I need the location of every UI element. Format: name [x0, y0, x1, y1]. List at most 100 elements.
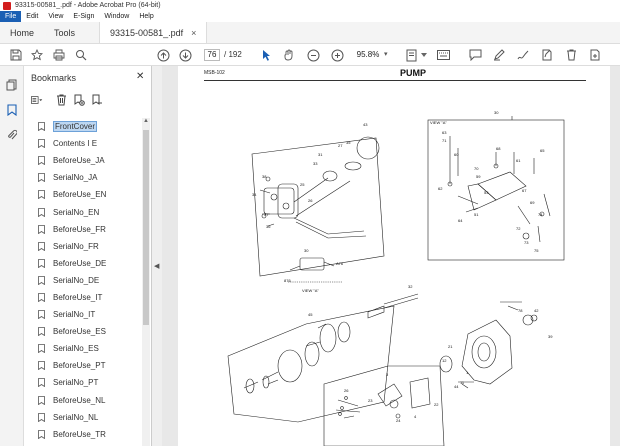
bookmark-item[interactable]: BeforeUse_ES: [25, 323, 141, 340]
bookmark-item[interactable]: BeforeUse_EN: [25, 186, 141, 203]
select-cursor-icon[interactable]: [260, 48, 274, 62]
highlight-pen-icon[interactable]: [492, 48, 506, 62]
new-bookmark-icon[interactable]: [73, 94, 85, 106]
page-fit-icon[interactable]: [404, 48, 418, 62]
bookmark-icon: [38, 361, 45, 371]
scroll-thumb[interactable]: [143, 130, 149, 325]
callout-42: 42: [534, 308, 539, 313]
comment-icon[interactable]: [468, 48, 482, 62]
callout-37: 37: [264, 212, 269, 217]
collapse-panel-icon[interactable]: ◀: [154, 263, 160, 270]
zoom-in-icon[interactable]: [330, 48, 344, 62]
bookmark-icon: [38, 310, 45, 320]
menu-window[interactable]: Window: [104, 13, 130, 20]
lower-left-frame: [227, 305, 395, 423]
page-thumbnails-icon[interactable]: [5, 78, 19, 92]
fill-sign-icon[interactable]: [540, 48, 554, 62]
bookmark-item[interactable]: SerialNo_FR: [25, 238, 141, 255]
print-icon[interactable]: [52, 48, 66, 62]
bookmark-item[interactable]: BeforeUse_TR: [25, 426, 141, 443]
bookmark-label: SerialNo_EN: [53, 207, 100, 217]
bookmark-item[interactable]: BeforeUse_JA: [25, 152, 141, 169]
bookmarks-scrollbar[interactable]: ▲: [142, 118, 150, 446]
bookmark-item[interactable]: BeforeUse_DE: [25, 255, 141, 272]
zoom-out-icon[interactable]: [306, 48, 320, 62]
callout-51: 51: [474, 212, 479, 217]
expand-bookmark-icon[interactable]: [91, 94, 103, 106]
delete-icon[interactable]: [564, 48, 578, 62]
callout-70: 70: [474, 166, 479, 171]
bookmark-star-icon[interactable]: [30, 48, 44, 62]
tab-home[interactable]: Home: [10, 27, 35, 38]
menu-view[interactable]: View: [48, 13, 64, 20]
save-icon[interactable]: [9, 48, 23, 62]
scroll-up-icon[interactable]: ▲: [143, 118, 149, 124]
bookmark-label: SerialNo_ES: [53, 344, 99, 354]
bookmark-icon: [38, 395, 45, 405]
bookmark-icon: [38, 156, 45, 166]
bookmark-label: SerialNo_JA: [53, 173, 98, 183]
panel-splitter[interactable]: ◀: [152, 66, 162, 446]
next-page-icon[interactable]: [178, 48, 192, 62]
bookmark-item[interactable]: BeforeUse_FR: [25, 221, 141, 238]
bookmarks-toolbar: [31, 93, 103, 107]
menu-edit[interactable]: Edit: [26, 13, 39, 20]
callout-30-right: 30: [494, 110, 499, 115]
keyboard-icon[interactable]: [436, 48, 450, 62]
bookmark-item[interactable]: Contents I E: [25, 135, 141, 152]
bookmark-item[interactable]: BeforeUse_PT: [25, 357, 141, 374]
bookmark-options-icon[interactable]: [31, 94, 43, 106]
bookmark-item[interactable]: SerialNo_ES: [25, 340, 141, 357]
page-number-input[interactable]: 76: [204, 49, 220, 61]
bookmark-item[interactable]: SerialNo_PT: [25, 374, 141, 391]
pdf-page: MSB-102 PUMP: [178, 66, 610, 446]
bookmark-icon: [38, 139, 45, 149]
drive-shaft: [383, 293, 419, 309]
document-viewport[interactable]: MSB-102 PUMP: [162, 66, 620, 446]
pump-case: [461, 319, 513, 385]
callout-876: 876: [284, 278, 291, 283]
callout-4: 4: [414, 414, 417, 419]
zoom-level-input[interactable]: 95.8%: [356, 50, 380, 59]
close-panel-icon[interactable]: ✕: [136, 71, 145, 82]
bookmark-item[interactable]: SerialNo_JA: [25, 169, 141, 186]
bookmark-item[interactable]: BeforeUse_IT: [25, 289, 141, 306]
callout-30: 30: [304, 248, 309, 253]
bookmark-item[interactable]: SerialNo_EN: [25, 203, 141, 220]
previous-page-icon[interactable]: [156, 48, 170, 62]
tab-document[interactable]: 93315-00581_.pdf ×: [99, 22, 208, 43]
export-pdf-icon[interactable]: [588, 48, 602, 62]
draw-icon[interactable]: [516, 48, 530, 62]
attachments-icon[interactable]: [5, 128, 19, 142]
page-fit-dropdown-icon[interactable]: [420, 48, 428, 62]
bookmark-item[interactable]: SerialNo_DE: [25, 272, 141, 289]
bookmark-item[interactable]: SerialNo_NL: [25, 409, 141, 426]
callout-78: 78: [518, 308, 523, 313]
bookmark-icon: [38, 122, 45, 132]
exploded-parts-diagram: 43 27 35 31 33 38 25 34 26 37 36 30 A76 …: [227, 110, 565, 446]
bookmark-item[interactable]: FrontCover: [25, 118, 141, 135]
zoom-dropdown-icon[interactable]: ▾: [384, 51, 388, 58]
callout-63: 63: [442, 130, 447, 135]
bookmark-icon: [38, 378, 45, 388]
delete-bookmark-icon[interactable]: [55, 94, 67, 106]
callout-67: 67: [522, 188, 527, 193]
tab-tools[interactable]: Tools: [54, 27, 76, 38]
bookmark-icon: [38, 224, 45, 234]
hand-tool-icon[interactable]: [282, 48, 296, 62]
menu-file[interactable]: File: [0, 11, 22, 22]
bookmarks-panel-icon[interactable]: [5, 103, 19, 117]
toolbar: 76 / 192 95.8% ▾: [0, 44, 620, 66]
menu-esign[interactable]: E-Sign: [73, 13, 95, 20]
bookmark-item[interactable]: SerialNo_IT: [25, 306, 141, 323]
hose-lines: [293, 217, 367, 239]
bookmark-icon: [38, 327, 45, 337]
tab-close-icon[interactable]: ×: [191, 27, 197, 38]
bookmark-label: BeforeUse_DE: [53, 258, 107, 268]
bookmark-icon: [38, 429, 45, 439]
callout-38: 38: [262, 174, 267, 179]
menu-help[interactable]: Help: [139, 13, 154, 20]
bookmark-item[interactable]: BeforeUse_NL: [25, 392, 141, 409]
search-icon[interactable]: [74, 48, 88, 62]
